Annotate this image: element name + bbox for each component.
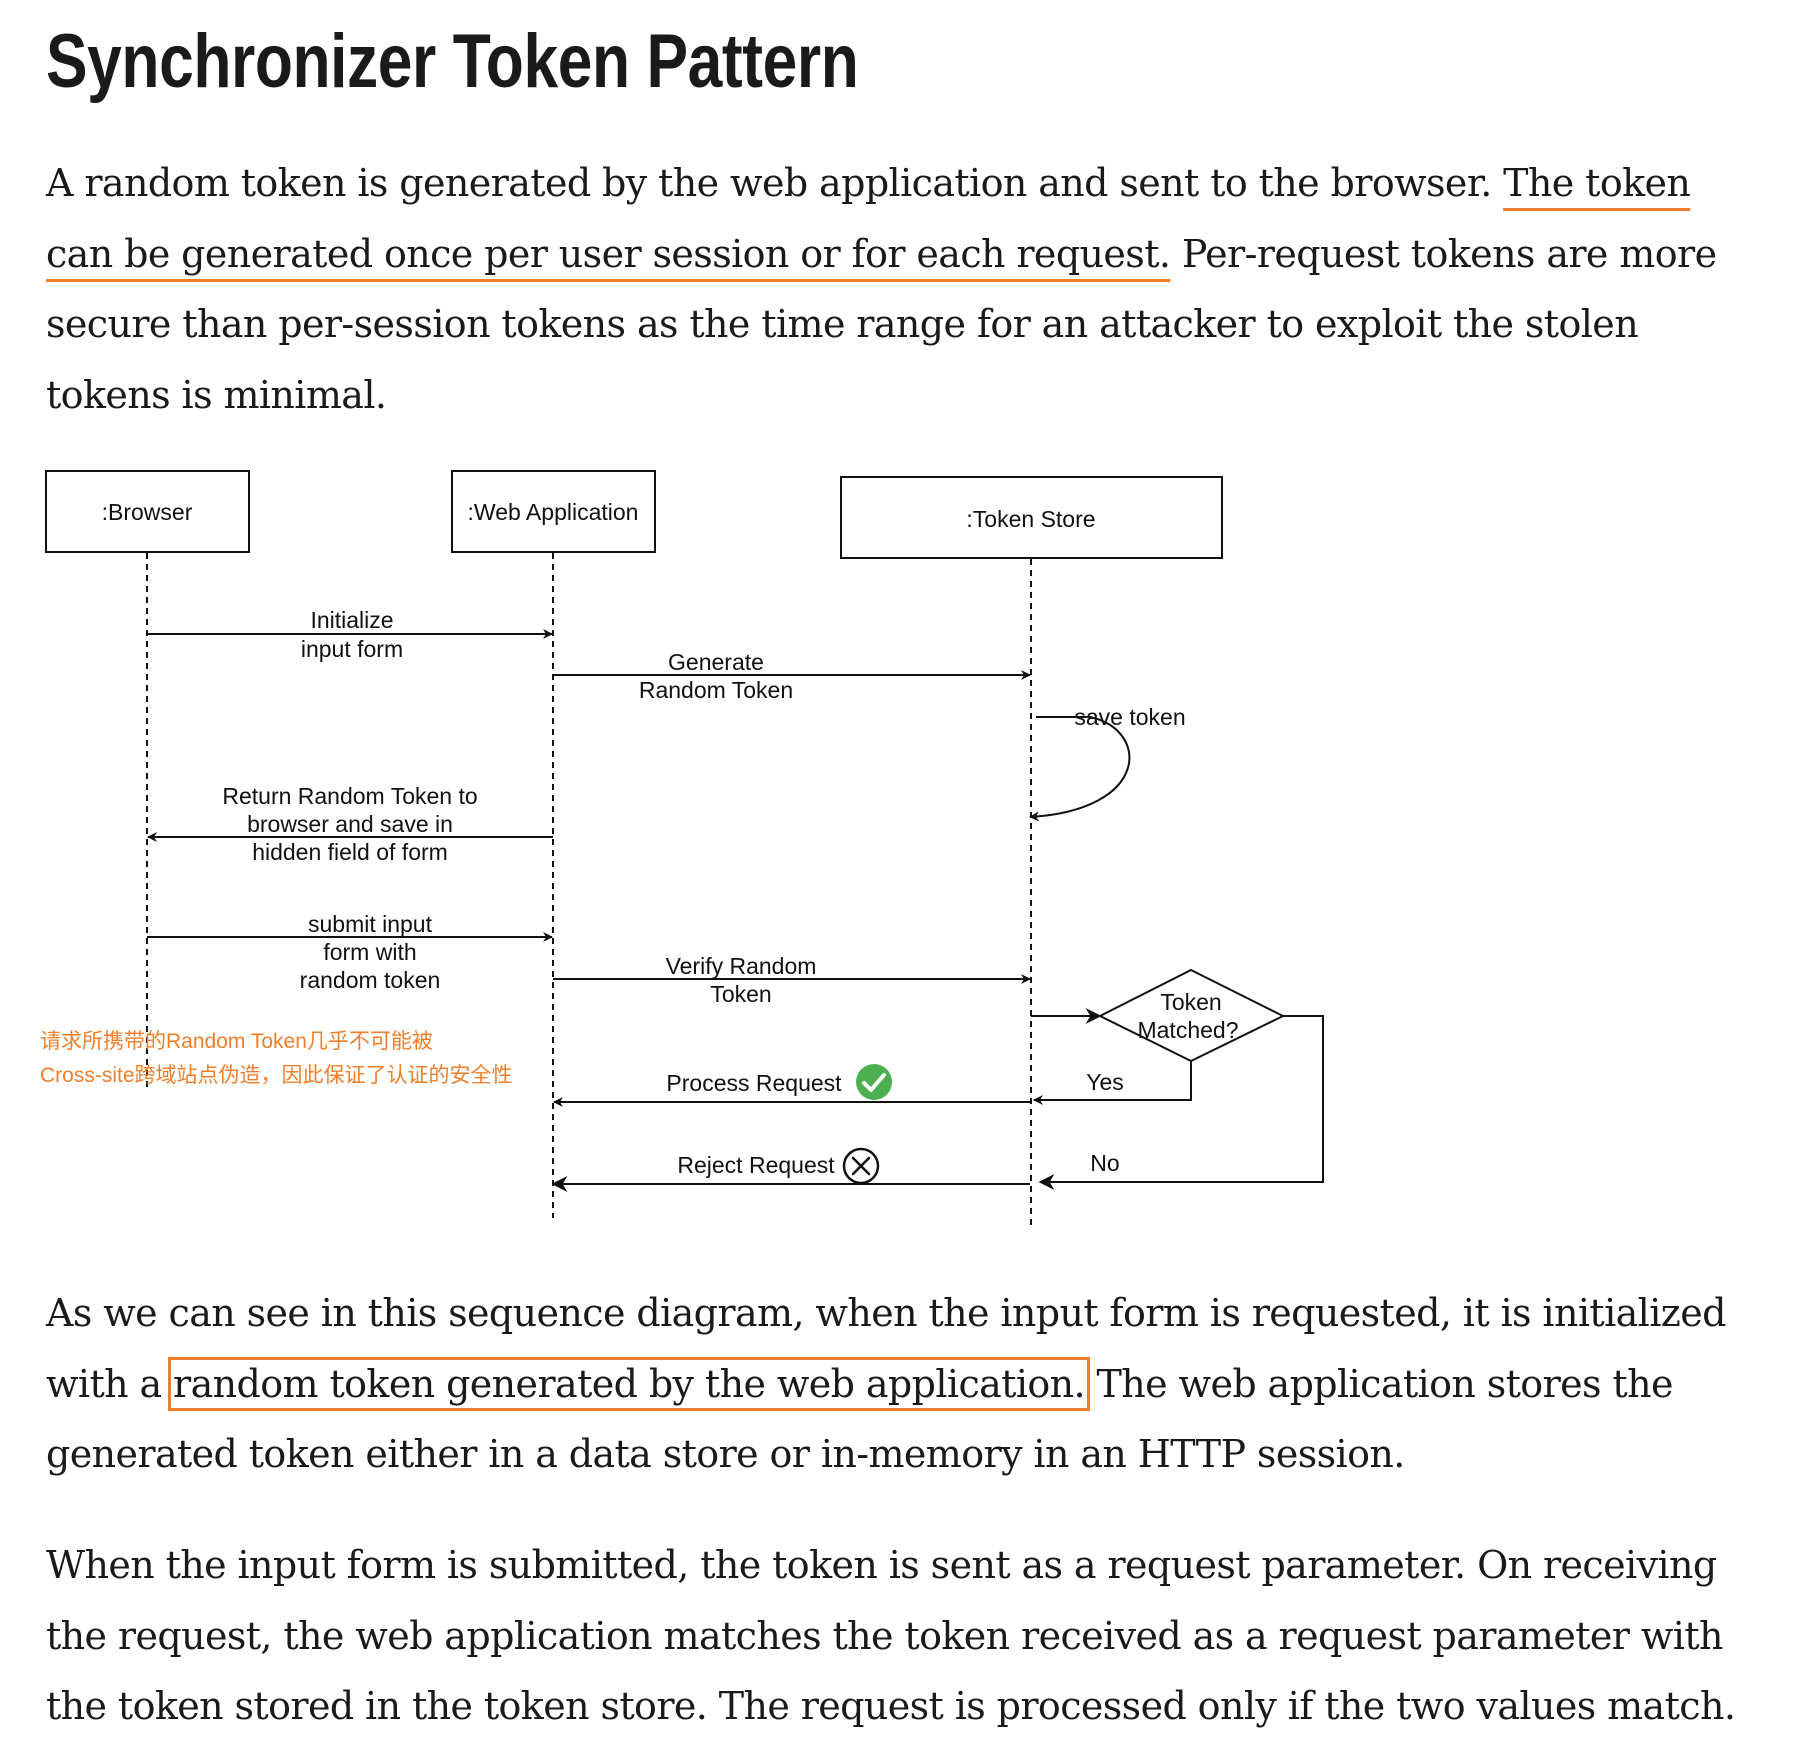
token-store-lifeline: :Token Store: [840, 476, 1223, 1225]
explanation-text-end: The web application stores the generated…: [46, 1361, 1673, 1477]
submit-label-2: form with: [323, 939, 416, 965]
no-label: No: [1090, 1150, 1119, 1176]
token-matched-decision: Token Matched?: [1031, 968, 1286, 1063]
no-branch: No: [1038, 1015, 1324, 1190]
decision-label-1: Token: [1160, 989, 1221, 1015]
initialize-label-2: input form: [301, 636, 403, 662]
token-store-label: :Token Store: [966, 506, 1095, 532]
message-initialize-form: Initialize input form: [147, 607, 553, 662]
check-icon: [856, 1064, 892, 1100]
article-title: Synchronizer Token Pattern: [46, 19, 859, 104]
submit-label-3: random token: [300, 967, 441, 993]
submit-label-1: submit input: [308, 911, 433, 937]
intro-text-end: Per-request tokens are more secure than …: [46, 231, 1717, 417]
intro-text-start: A random token is generated by the web a…: [46, 161, 1504, 205]
webapp-lifeline: :Web Application: [451, 470, 656, 1218]
return-label-2: browser and save in: [247, 811, 453, 837]
intro-paragraph: A random token is generated by the web a…: [46, 148, 1766, 430]
message-verify-token: Verify Random Token: [553, 953, 1031, 1007]
verify-label-1: Verify Random: [666, 953, 817, 979]
browser-lifeline: :Browser: [45, 470, 250, 1090]
annotation-line-1: 请求所携带的Random Token几乎不可能被: [40, 1030, 433, 1053]
submission-paragraph: When the input form is submitted, the to…: [46, 1543, 1736, 1728]
message-generate-token: Generate Random Token: [553, 649, 1031, 703]
explanation-text-start: As we can see in this sequence diagram, …: [46, 1291, 1726, 1406]
save-token-label: save token: [1074, 704, 1185, 730]
underlined-highlight: The token can be generated once per user…: [46, 161, 1691, 276]
message-save-token: save token: [1029, 704, 1186, 822]
annotation-line-2: Cross-site跨域站点伪造，因此保证了认证的安全性: [40, 1064, 513, 1087]
reject-label: Reject Request: [677, 1152, 835, 1178]
message-return-token: Return Random Token to browser and save …: [147, 783, 553, 865]
message-reject-request: Reject Request: [551, 1147, 1030, 1192]
yes-label: Yes: [1086, 1069, 1124, 1095]
return-label-3: hidden field of form: [252, 839, 448, 865]
chinese-annotation: 请求所携带的Random Token几乎不可能被 Cross-site跨域站点伪…: [40, 1030, 513, 1087]
initialize-label: Initialize: [310, 607, 393, 633]
boxed-highlight: random token generated by the web applic…: [168, 1356, 1091, 1411]
generate-label: Generate: [668, 649, 764, 675]
decision-label-2: Matched?: [1137, 1017, 1238, 1043]
message-process-request: Process Request: [553, 1064, 1030, 1107]
verify-label-2: Token: [710, 981, 771, 1007]
yes-branch: Yes: [1033, 1061, 1192, 1105]
webapp-label: :Web Application: [468, 499, 639, 525]
generate-label-2: Random Token: [639, 677, 793, 703]
message-submit-form: submit input form with random token: [147, 911, 553, 993]
diagram-explanation-paragraph: As we can see in this sequence diagram, …: [46, 1278, 1766, 1490]
process-label: Process Request: [666, 1070, 842, 1096]
return-label-1: Return Random Token to: [222, 783, 477, 809]
cross-icon: [842, 1147, 880, 1185]
browser-label: :Browser: [102, 499, 193, 525]
